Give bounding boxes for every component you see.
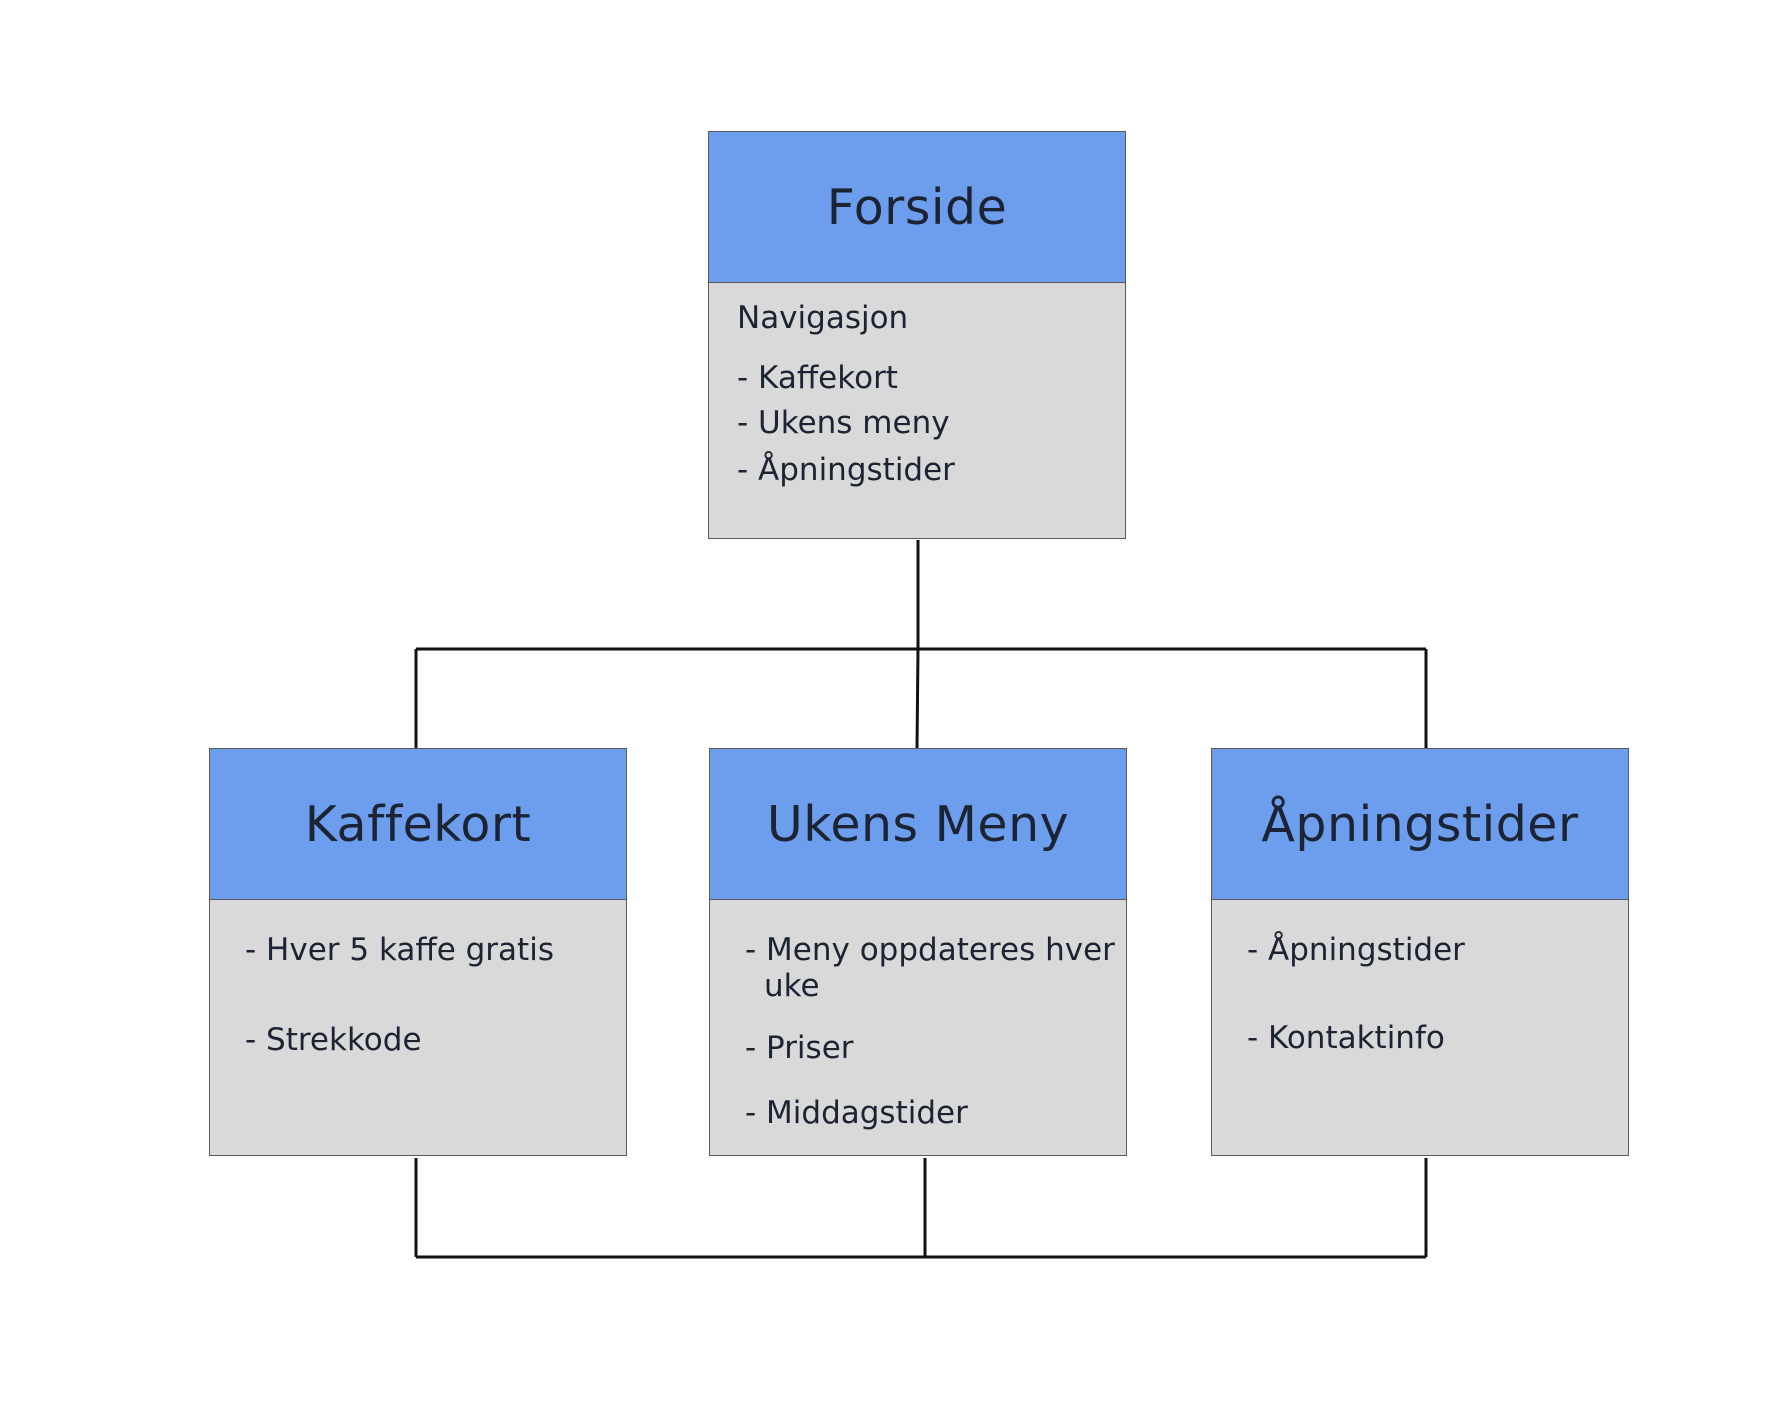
node-apningstider-item: - Kontaktinfo [1247,1020,1445,1056]
connector-to-ukens-meny [915,648,920,749]
node-ukens-meny-body: - Meny oppdateres hver uke - Priser - Mi… [710,900,1126,1156]
node-ukens-meny-item: - Middagstider [745,1095,968,1131]
node-apningstider-body: - Åpningstider - Kontaktinfo [1212,900,1628,1156]
node-forside-body: Navigasjon - Kaffekort - Ukens meny - Åp… [709,283,1125,539]
node-ukens-meny-item: - Priser [745,1030,854,1066]
node-forside: Forside Navigasjon - Kaffekort - Ukens m… [708,131,1126,539]
node-ukens-meny-title: Ukens Meny [710,749,1126,900]
node-kaffekort-item: - Hver 5 kaffe gratis [245,932,554,968]
node-forside-item: - Åpningstider [737,452,955,488]
node-ukens-meny-item: uke [764,968,820,1004]
node-ukens-meny-item: - Meny oppdateres hver [745,932,1115,968]
node-forside-title: Forside [709,132,1125,283]
node-forside-item: Navigasjon [737,300,909,336]
node-kaffekort: Kaffekort - Hver 5 kaffe gratis - Strekk… [209,748,627,1156]
node-kaffekort-item: - Strekkode [245,1022,422,1058]
node-kaffekort-body: - Hver 5 kaffe gratis - Strekkode [210,900,626,1156]
node-forside-item: - Ukens meny [737,405,950,441]
node-apningstider-item: - Åpningstider [1247,932,1465,968]
node-apningstider-title: Åpningstider [1212,749,1628,900]
node-apningstider: Åpningstider - Åpningstider - Kontaktinf… [1211,748,1629,1156]
node-kaffekort-title: Kaffekort [210,749,626,900]
node-forside-item: - Kaffekort [737,360,898,396]
node-ukens-meny: Ukens Meny - Meny oppdateres hver uke - … [709,748,1127,1156]
